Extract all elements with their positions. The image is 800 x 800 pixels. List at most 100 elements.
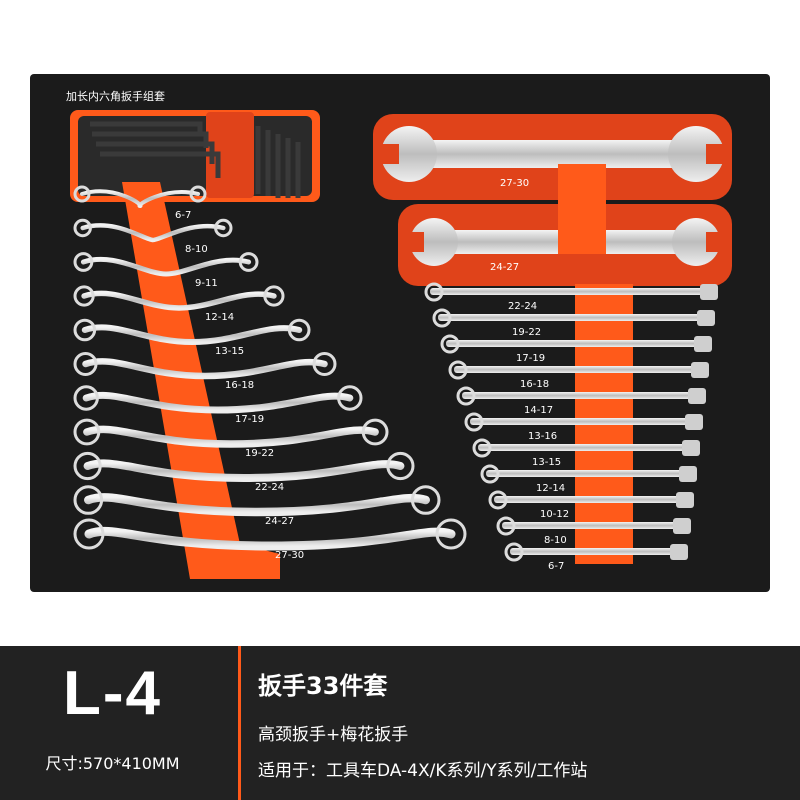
ring-wrench-head (73, 252, 94, 272)
combination-wrench-size-label: 17-19 (516, 353, 545, 364)
ring-wrench-head (263, 285, 285, 307)
open-end-wrench: 27-30 (373, 114, 732, 200)
ring-wrench: 12-14 (73, 285, 285, 323)
ring-wrench-shaft (81, 324, 303, 346)
ring-wrench: 13-15 (73, 318, 311, 357)
open-end-head (668, 126, 724, 182)
ring-wrench-head (189, 185, 207, 203)
combination-wrench-shaft (502, 522, 683, 529)
ring-wrench-head (73, 218, 92, 238)
open-end-jaw (706, 232, 728, 252)
combination-wrench-shaft (438, 314, 707, 321)
ring-wrench-shaft (82, 358, 328, 380)
ring-wrench: 6-7 (73, 185, 207, 221)
left-set-orange-band (122, 182, 280, 579)
combination-wrench-size-label: 12-14 (536, 483, 565, 494)
combination-wrench-ring (440, 334, 460, 354)
ring-wrench-size-label: 12-14 (205, 312, 234, 323)
product-info-bar: L-4 尺寸:570*410MM 扳手33件套 高颈扳手+梅花扳手 适用于：工具… (0, 646, 800, 800)
ring-wrench-shaft (80, 189, 200, 209)
combination-wrench-ring (432, 308, 452, 328)
combination-wrench-head (697, 310, 715, 326)
ring-wrench: 17-19 (73, 385, 363, 425)
model-code: L-4 (63, 659, 162, 728)
combination-wrench-head (691, 362, 709, 378)
open-end-band (558, 164, 606, 254)
ring-wrench-head (73, 285, 95, 307)
ring-wrench-head (73, 451, 102, 481)
ring-wrench-head (238, 252, 259, 272)
ring-wrench-size-label: 17-19 (235, 414, 264, 425)
combination-wrench-ring (480, 464, 500, 484)
ring-wrench-shaft (83, 425, 379, 448)
combination-wrench-head (688, 388, 706, 404)
combination-wrench-shaft (462, 392, 698, 399)
ring-wrench-head (410, 485, 441, 515)
open-end-jaw (377, 144, 399, 164)
ring-wrench: 9-11 (73, 252, 259, 289)
ring-wrench-shaft (84, 526, 456, 551)
combination-wrench-size-label: 16-18 (520, 379, 549, 390)
combination-wrench: 13-16 (464, 412, 703, 442)
ring-wrench-shaft (81, 290, 277, 311)
combination-wrench-ring (456, 386, 476, 406)
ring-wrench-head (337, 385, 363, 411)
ring-wrench-shaft (83, 459, 405, 483)
combination-wrench-head (694, 336, 712, 352)
ring-wrench-shaft (80, 256, 252, 277)
ring-wrench-head (287, 318, 311, 342)
open-end-size-label: 24-27 (490, 262, 519, 273)
ring-wrench: 24-27 (73, 485, 441, 527)
combination-wrench: 8-10 (496, 516, 691, 546)
ring-wrench-size-label: 8-10 (185, 244, 208, 255)
combination-wrench-head (676, 492, 694, 508)
ring-wrench-shaft (84, 493, 430, 517)
ring-wrench-size-label: 19-22 (245, 448, 274, 459)
open-end-shaft (415, 140, 690, 168)
hex-key-set (70, 110, 320, 202)
combination-wrench-size-label: 22-24 (508, 301, 537, 312)
ring-wrench-size-label: 27-30 (275, 550, 304, 561)
ring-wrench-head (73, 418, 101, 446)
model-box: L-4 尺寸:570*410MM (0, 646, 225, 800)
model-size: 尺寸:570*410MM (45, 754, 180, 773)
combination-wrench-shaft (470, 418, 695, 425)
combination-wrench-ring (488, 490, 508, 510)
combination-wrench-shaft (486, 470, 689, 477)
ring-wrench-size-label: 24-27 (265, 516, 294, 527)
combination-wrench-shaft (454, 366, 701, 373)
open-end-jaw (706, 144, 728, 164)
combination-wrench: 17-19 (440, 334, 712, 364)
ring-wrench: 16-18 (73, 352, 337, 391)
ring-wrench-head (435, 518, 467, 550)
combination-wrench-size-label: 10-12 (540, 509, 569, 520)
combination-wrench-head (670, 544, 688, 560)
combination-wrench-size-label: 14-17 (524, 405, 553, 416)
combination-wrench-size-label: 13-16 (528, 431, 557, 442)
combination-wrench-ring (504, 542, 524, 562)
ring-wrench-head (73, 485, 104, 515)
ring-wrench-size-label: 13-15 (215, 346, 244, 357)
combination-wrench: 16-18 (448, 360, 709, 390)
ring-wrench-size-label: 16-18 (225, 380, 254, 391)
ring-wrench: 22-24 (73, 451, 415, 493)
open-end-size-label: 27-30 (500, 178, 529, 189)
combination-wrench-size-label: 6-7 (548, 561, 564, 572)
combination-wrench: 6-7 (504, 542, 688, 572)
foam-title: 加长内六角扳手组套 (66, 89, 165, 103)
accent-divider (238, 646, 241, 800)
ring-wrench-shaft (82, 391, 354, 414)
combination-wrench-shaft (430, 288, 710, 295)
ring-wrench-head (386, 451, 415, 481)
ring-wrench-head (73, 385, 99, 411)
combination-wrench-shaft (494, 496, 686, 503)
combination-wrench-ring (424, 282, 444, 302)
combination-wrench: 19-22 (432, 308, 715, 338)
combination-wrench-ring (448, 360, 468, 380)
product-info: 扳手33件套 高颈扳手+梅花扳手 适用于：工具车DA-4X/K系列/Y系列/工作… (258, 646, 780, 800)
open-end-jaw (402, 232, 424, 252)
ring-wrench-size-label: 6-7 (175, 210, 191, 221)
